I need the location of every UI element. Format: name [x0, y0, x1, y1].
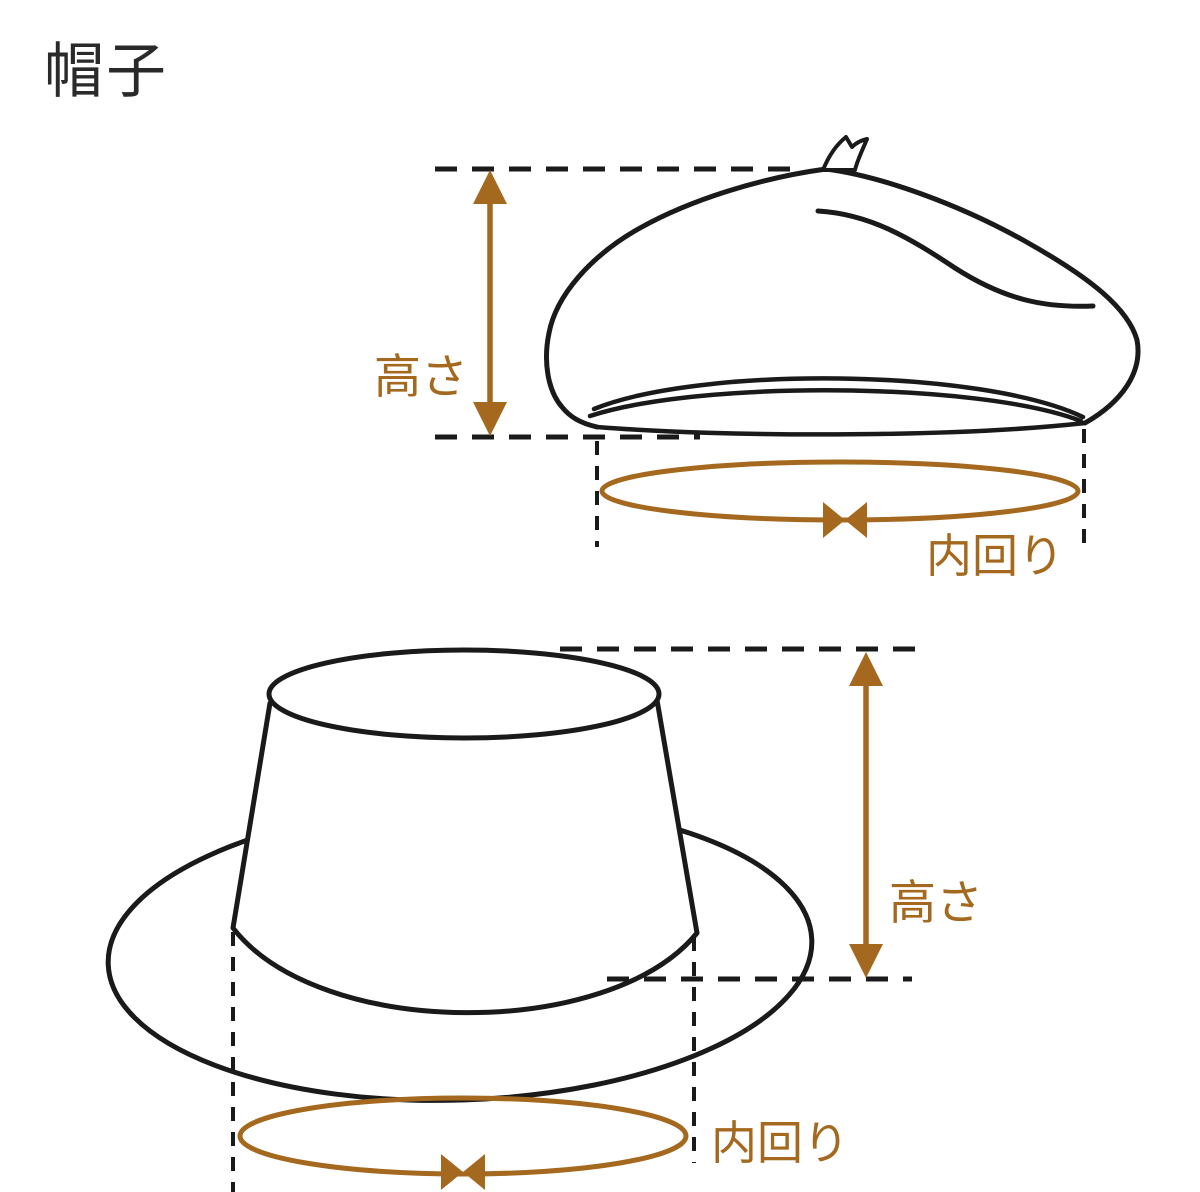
fedora-crown-fill	[233, 698, 697, 1013]
beret-height-arrow-icon	[473, 170, 507, 436]
beret-bottom-edge	[594, 420, 1088, 437]
page-title: 帽子	[44, 37, 168, 107]
beret-crease-line	[815, 208, 1096, 309]
fedora-crown-top	[266, 647, 662, 741]
fedora-inner-circumference-ellipse	[237, 1095, 689, 1177]
beret-band-upper-edge	[591, 376, 1086, 420]
beret-stem	[821, 135, 869, 172]
fedora-height-arrow-icon	[849, 652, 883, 978]
beret-inner-circumference-ellipse	[599, 459, 1081, 523]
beret-figure	[435, 135, 1141, 547]
fedora-crown-outline	[230, 697, 700, 1016]
beret-inner-circumference-label: 内回り	[926, 529, 1064, 583]
fedora-figure	[105, 646, 917, 1192]
beret-circumference-marker-icon	[823, 502, 867, 538]
fedora-height-label: 高さ	[889, 876, 983, 931]
fedora-circumference-marker-icon	[441, 1154, 485, 1190]
fedora-inner-circumference-label: 内回り	[711, 1116, 849, 1170]
beret-outline	[544, 166, 1141, 430]
beret-band-lower-edge	[587, 388, 1084, 424]
beret-height-label: 高さ	[374, 350, 468, 405]
